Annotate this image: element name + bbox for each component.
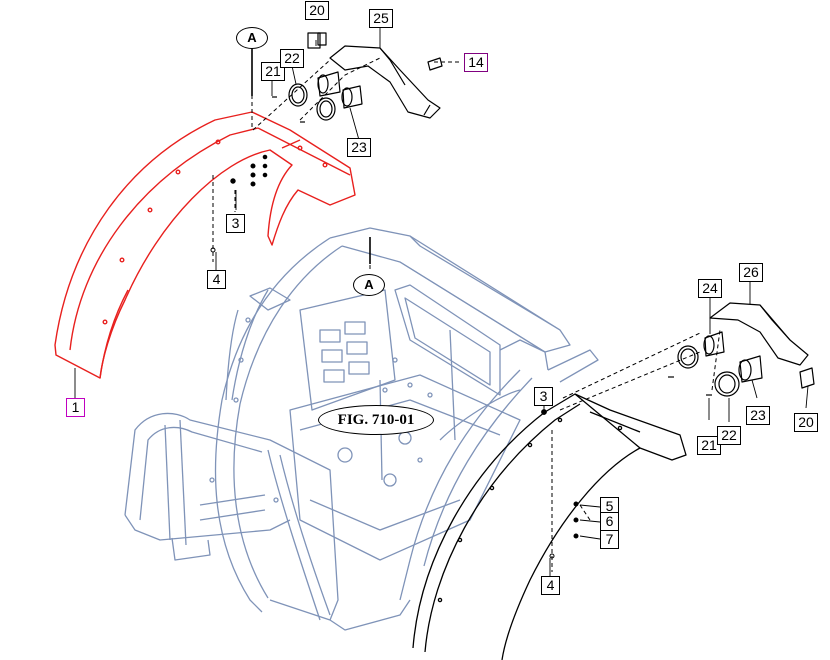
arrow-lines [251,46,371,264]
callout-24[interactable]: 24 [698,279,722,298]
view-marker-a-lower[interactable]: A [353,274,385,296]
callout-6[interactable]: 6 [600,512,619,531]
callout-20-right[interactable]: 20 [794,413,818,432]
callout-22-top[interactable]: 22 [280,49,304,68]
callout-1[interactable]: 1 [66,398,85,417]
callout-7[interactable]: 7 [600,530,619,549]
callout-23-top[interactable]: 23 [347,138,371,157]
callout-21-top[interactable]: 21 [261,62,285,81]
left-fender-highlighted [54,111,356,379]
callout-3-left[interactable]: 3 [226,214,245,233]
callout-21-right[interactable]: 21 [697,436,721,455]
upper-lamp-bracket [272,32,443,123]
callout-22-right[interactable]: 22 [717,426,741,445]
figure-reference-label[interactable]: FIG. 710-01 [318,405,434,435]
right-lamp-bracket [668,302,815,397]
hardware-fasteners [210,154,579,559]
callout-3-right[interactable]: 3 [534,387,553,406]
callout-20-top[interactable]: 20 [305,1,329,20]
callout-26[interactable]: 26 [739,263,763,282]
cab-frame [124,227,599,631]
leader-lines [212,46,721,572]
callout-4-left[interactable]: 4 [207,270,226,289]
callout-4-right[interactable]: 4 [541,576,560,595]
callout-leaders [74,28,809,576]
right-fender [412,393,687,660]
view-marker-a-upper[interactable]: A [236,27,268,49]
callout-14[interactable]: 14 [464,53,488,72]
callout-25[interactable]: 25 [369,9,393,28]
callout-23-right[interactable]: 23 [746,406,770,425]
